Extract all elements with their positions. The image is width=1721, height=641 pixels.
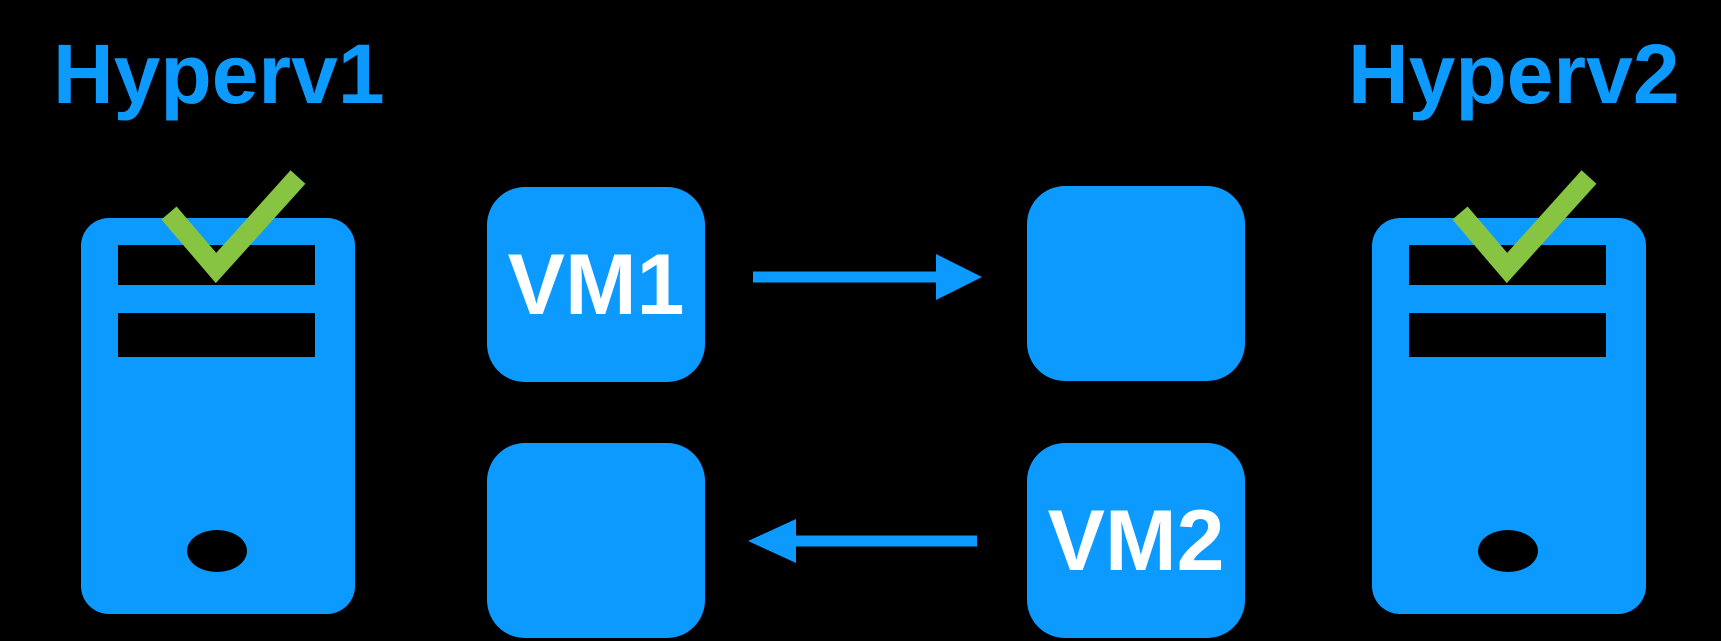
host2-label: Hyperv2 <box>1348 27 1680 121</box>
power-button-dot <box>187 530 247 572</box>
green-checkmark-icon <box>1452 170 1597 284</box>
vm1-label: VM1 <box>507 236 685 333</box>
host1-label: Hyperv1 <box>53 27 385 121</box>
vm1-box: VM1 <box>487 187 705 382</box>
arrow-left-icon <box>748 519 977 563</box>
vm2-box: VM2 <box>1027 443 1245 638</box>
green-checkmark-icon <box>161 170 306 284</box>
drive-bay-slot <box>1409 313 1606 357</box>
server-tower-icon <box>81 218 355 614</box>
vm-slot-empty-hyperv1 <box>487 443 705 638</box>
arrow-right-icon <box>753 254 982 300</box>
vm2-label: VM2 <box>1047 492 1225 589</box>
vm-slot-empty-hyperv2 <box>1027 186 1245 381</box>
drive-bay-slot <box>118 313 315 357</box>
power-button-dot <box>1478 530 1538 572</box>
